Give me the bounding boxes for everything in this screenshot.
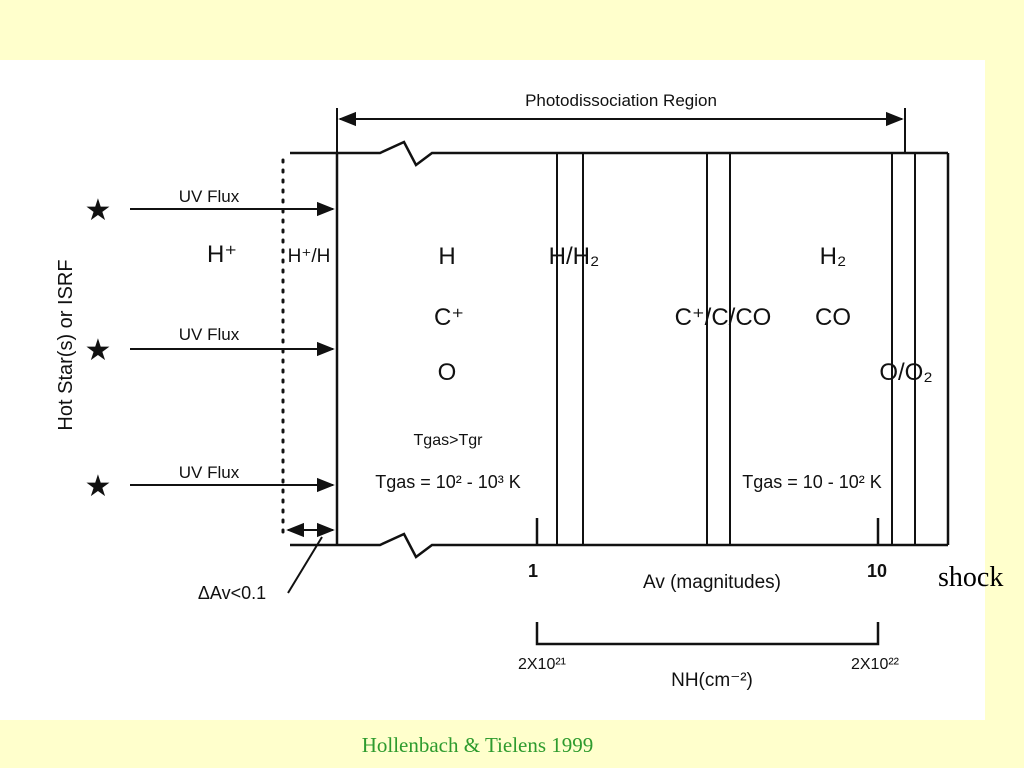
c-co-transition-band <box>706 152 731 546</box>
zone-label-h2: H₂ <box>820 243 847 270</box>
h-h2-transition-band <box>556 152 584 546</box>
zone-label-o-o2: O/O₂ <box>879 359 932 386</box>
shock-label: shock <box>938 562 1004 593</box>
uv-flux-label: UV Flux <box>179 463 240 482</box>
delta-av-label: ΔAv<0.1 <box>198 583 266 603</box>
zone-label-hplus-h: H⁺/H <box>288 246 331 267</box>
pdr-diagram-figure: Photodissociation Region Hot Star(s) or … <box>0 60 985 720</box>
pdr-title: Photodissociation Region <box>525 91 717 110</box>
zone-label-cplus: C⁺ <box>434 304 464 331</box>
star-icon: ★ <box>85 470 112 503</box>
nh-tick-label-right: 2X10²² <box>851 656 900 673</box>
pdr-diagram: Photodissociation Region Hot Star(s) or … <box>55 91 950 691</box>
slab-bottom-edge <box>290 532 948 559</box>
o-o2-transition-band <box>891 152 916 546</box>
warm-temperature-label: Tgas = 10² - 10³ K <box>375 472 521 492</box>
zone-label-o: O <box>438 359 457 386</box>
zone-label-co: CO <box>815 304 851 331</box>
hot-star-label: Hot Star(s) or ISRF <box>55 259 77 430</box>
temperature-ratio-label: Tgas>Tgr <box>414 432 484 449</box>
uv-flux-label: UV Flux <box>179 187 240 206</box>
nh-tick-label-left: 2X10²¹ <box>518 656 566 673</box>
zone-label-hplus: H⁺ <box>207 241 237 268</box>
av-tick-label-1: 1 <box>528 561 538 581</box>
delta-av-pointer <box>287 536 323 594</box>
zone-label-h-h2: H/H₂ <box>549 243 600 270</box>
citation: Hollenbach & Tielens 1999 <box>361 733 594 757</box>
zone-label-h: H <box>438 243 455 270</box>
uv-flux-label: UV Flux <box>179 325 240 344</box>
nh-bracket <box>535 622 880 646</box>
zone-label-c-c-co: C⁺/C/CO <box>675 304 772 331</box>
star-icon: ★ <box>85 334 112 367</box>
cold-temperature-label: Tgas = 10 - 10² K <box>742 472 882 492</box>
av-tick-label-10: 10 <box>867 561 887 581</box>
nh-axis-label: NH(cm⁻²) <box>671 670 753 691</box>
av-axis-label: Av (magnitudes) <box>643 572 781 593</box>
star-icon: ★ <box>85 194 112 227</box>
slab-top-edge <box>290 140 948 167</box>
